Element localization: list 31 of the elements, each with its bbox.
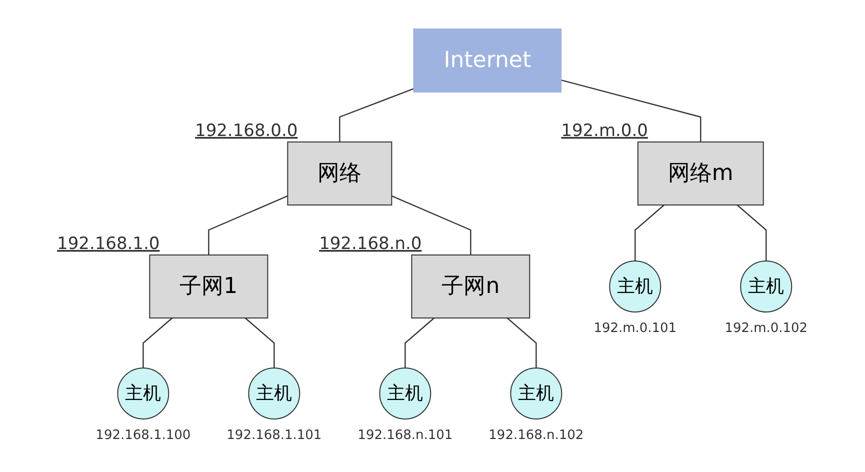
connector-line (736, 204, 767, 262)
host-circle: 主机 (379, 368, 432, 420)
ip-address-label: 192.m.0.0 (561, 121, 648, 142)
connector-line (142, 318, 173, 368)
ip-address-label: 192.168.0.0 (195, 121, 298, 142)
host-circle: 主机 (740, 260, 792, 313)
ip-address-label: 192.168.1.101 (226, 428, 322, 444)
connector-line (561, 80, 702, 142)
host-circle: 主机 (117, 368, 170, 420)
network-box: 子网1 (149, 254, 268, 319)
ip-address-label: 192.168.n.0 (319, 234, 422, 254)
connector-line (244, 318, 275, 368)
connector-line (506, 318, 537, 368)
ip-address-label: 192.168.1.100 (96, 428, 191, 444)
host-circle: 主机 (609, 260, 662, 313)
connector-line (634, 204, 665, 262)
connector-line (339, 88, 414, 142)
ip-address-label: 192.m.0.102 (724, 321, 808, 336)
connector-line (404, 318, 435, 368)
connector-line (392, 196, 472, 256)
ip-address-label: 192.168.1.0 (57, 234, 160, 254)
network-box: 子网n (411, 254, 530, 319)
network-box: 网络m (638, 142, 764, 206)
network-box: 网络 (287, 142, 392, 206)
connector-line (208, 196, 288, 256)
ip-address-label: 192.168.n.102 (488, 428, 584, 444)
ip-address-label: 192.m.0.101 (594, 321, 677, 336)
network-box: Internet (413, 28, 562, 93)
host-circle: 主机 (510, 368, 562, 420)
ip-address-label: 192.168.n.101 (358, 428, 453, 444)
host-circle: 主机 (248, 368, 300, 420)
